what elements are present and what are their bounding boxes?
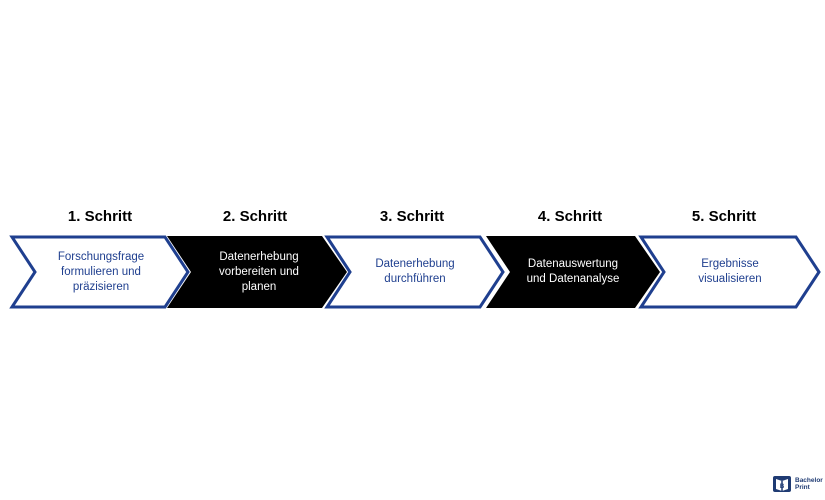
step-1-title: 1. Schritt bbox=[67, 208, 133, 225]
step-3-text: Datenerhebung durchführen bbox=[375, 258, 455, 285]
step-3-chevron bbox=[324, 235, 505, 309]
step-5-text: Ergebnisse visualisieren bbox=[698, 258, 762, 285]
step-2-chevron bbox=[167, 236, 347, 308]
step-4-title: 4. Schritt bbox=[537, 208, 603, 225]
step-1-chevron bbox=[9, 235, 190, 309]
brand-logo: B Bachelor Print bbox=[772, 474, 823, 494]
step-2-text: Datenerhebung vorbereiten und planen bbox=[219, 250, 299, 293]
step-4-chevron bbox=[486, 236, 660, 308]
step-5-title: 5. Schritt bbox=[691, 208, 757, 225]
step-3-title: 3. Schritt bbox=[379, 208, 445, 225]
step-2-title: 2. Schritt bbox=[222, 208, 288, 225]
book-logo-icon: B bbox=[773, 476, 791, 492]
step-5-chevron bbox=[638, 235, 821, 309]
step-4-text: Datenauswertung und Datenanalyse bbox=[526, 258, 620, 285]
svg-text:B: B bbox=[780, 484, 785, 490]
brand-logo-text: Bachelor Print bbox=[795, 477, 823, 491]
step-1-text: Forschungsfrage formulieren und präzisie… bbox=[57, 250, 145, 293]
